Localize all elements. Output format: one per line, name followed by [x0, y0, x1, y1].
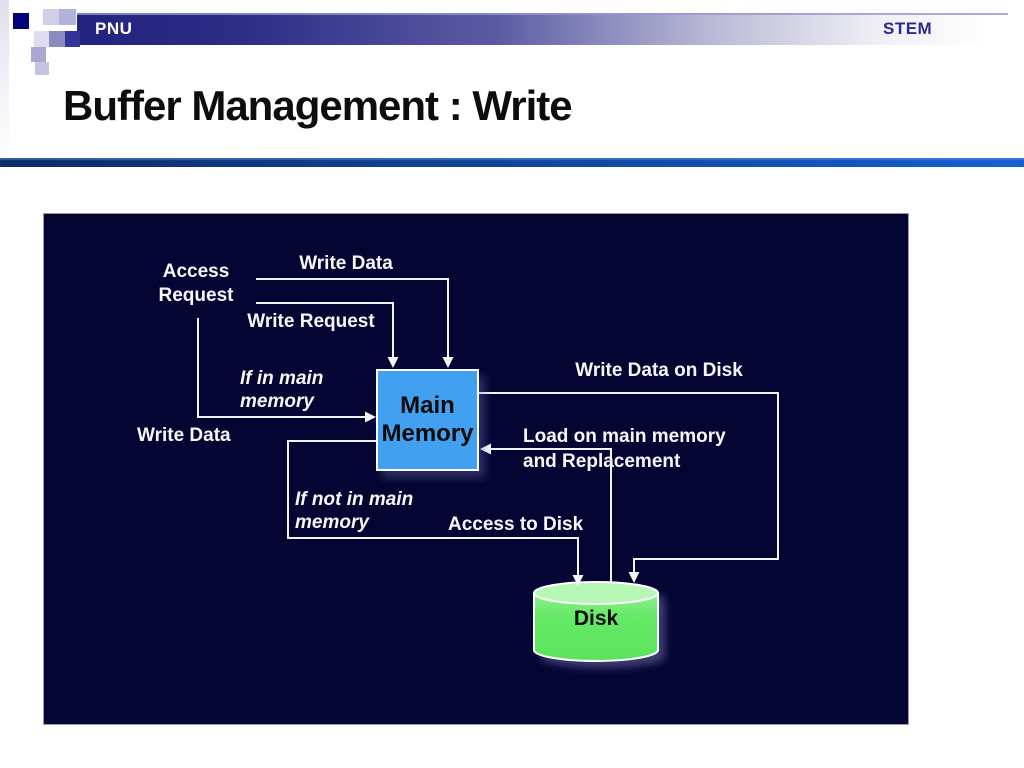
arrow-down-icon: [442, 357, 454, 368]
label-write-request: Write Request: [247, 311, 375, 332]
mosaic-square-icon: [34, 31, 49, 47]
wire-access-to-disk: [287, 440, 579, 576]
header-left-label: PNU: [95, 19, 133, 38]
wire-write-request: [256, 302, 394, 358]
arrow-left-icon: [480, 443, 491, 455]
label-access-to-disk: Access to Disk: [448, 514, 584, 535]
disk-top-ellipse: [533, 581, 659, 605]
label-load-on-main: Load on main memory and Replacement: [523, 426, 726, 472]
diagram-panel: Main Memory Disk Access Request Write Da…: [43, 213, 909, 725]
label-write-data-top: Write Data: [299, 253, 393, 274]
disk-cylinder: [533, 581, 665, 668]
page-title: Buffer Management : Write: [63, 82, 573, 129]
mosaic-square-icon: [31, 47, 46, 62]
mosaic-square-icon: [59, 9, 76, 25]
disk-node-label: Disk: [573, 607, 619, 630]
header-bar: [77, 13, 1008, 45]
label-if-not-in-main: If not in main memory: [295, 489, 414, 533]
arrow-down-icon: [387, 357, 399, 368]
diagram-wires: [197, 278, 779, 668]
label-if-in-main: If in main memory: [240, 368, 324, 412]
mosaic-square-icon: [35, 62, 49, 75]
label-write-data-on-disk: Write Data on Disk: [575, 360, 743, 381]
title-rule-divider: [0, 158, 1024, 167]
arrow-right-icon: [365, 411, 376, 423]
wire-access-request: [197, 318, 366, 418]
mosaic-square-icon: [43, 9, 59, 25]
arrow-down-icon: [628, 572, 640, 583]
corner-gradient-strip: [0, 0, 9, 175]
wire-write-data-top: [256, 278, 449, 358]
wire-load-on-main: [490, 448, 612, 592]
arrow-down-icon: [572, 575, 584, 586]
mosaic-square-icon: [49, 31, 65, 47]
main-memory-node: Main Memory: [376, 369, 479, 471]
arrowheads: [365, 357, 491, 455]
mosaic-square-icon: [65, 31, 80, 47]
wire-write-data-on-disk: [479, 392, 779, 572]
mosaic-square-icon: [13, 13, 29, 29]
label-write-data-left: Write Data: [137, 425, 231, 446]
header-right-label: STEM: [883, 19, 933, 38]
disk-body: [533, 592, 659, 662]
label-access-request: Access Request: [158, 261, 234, 306]
